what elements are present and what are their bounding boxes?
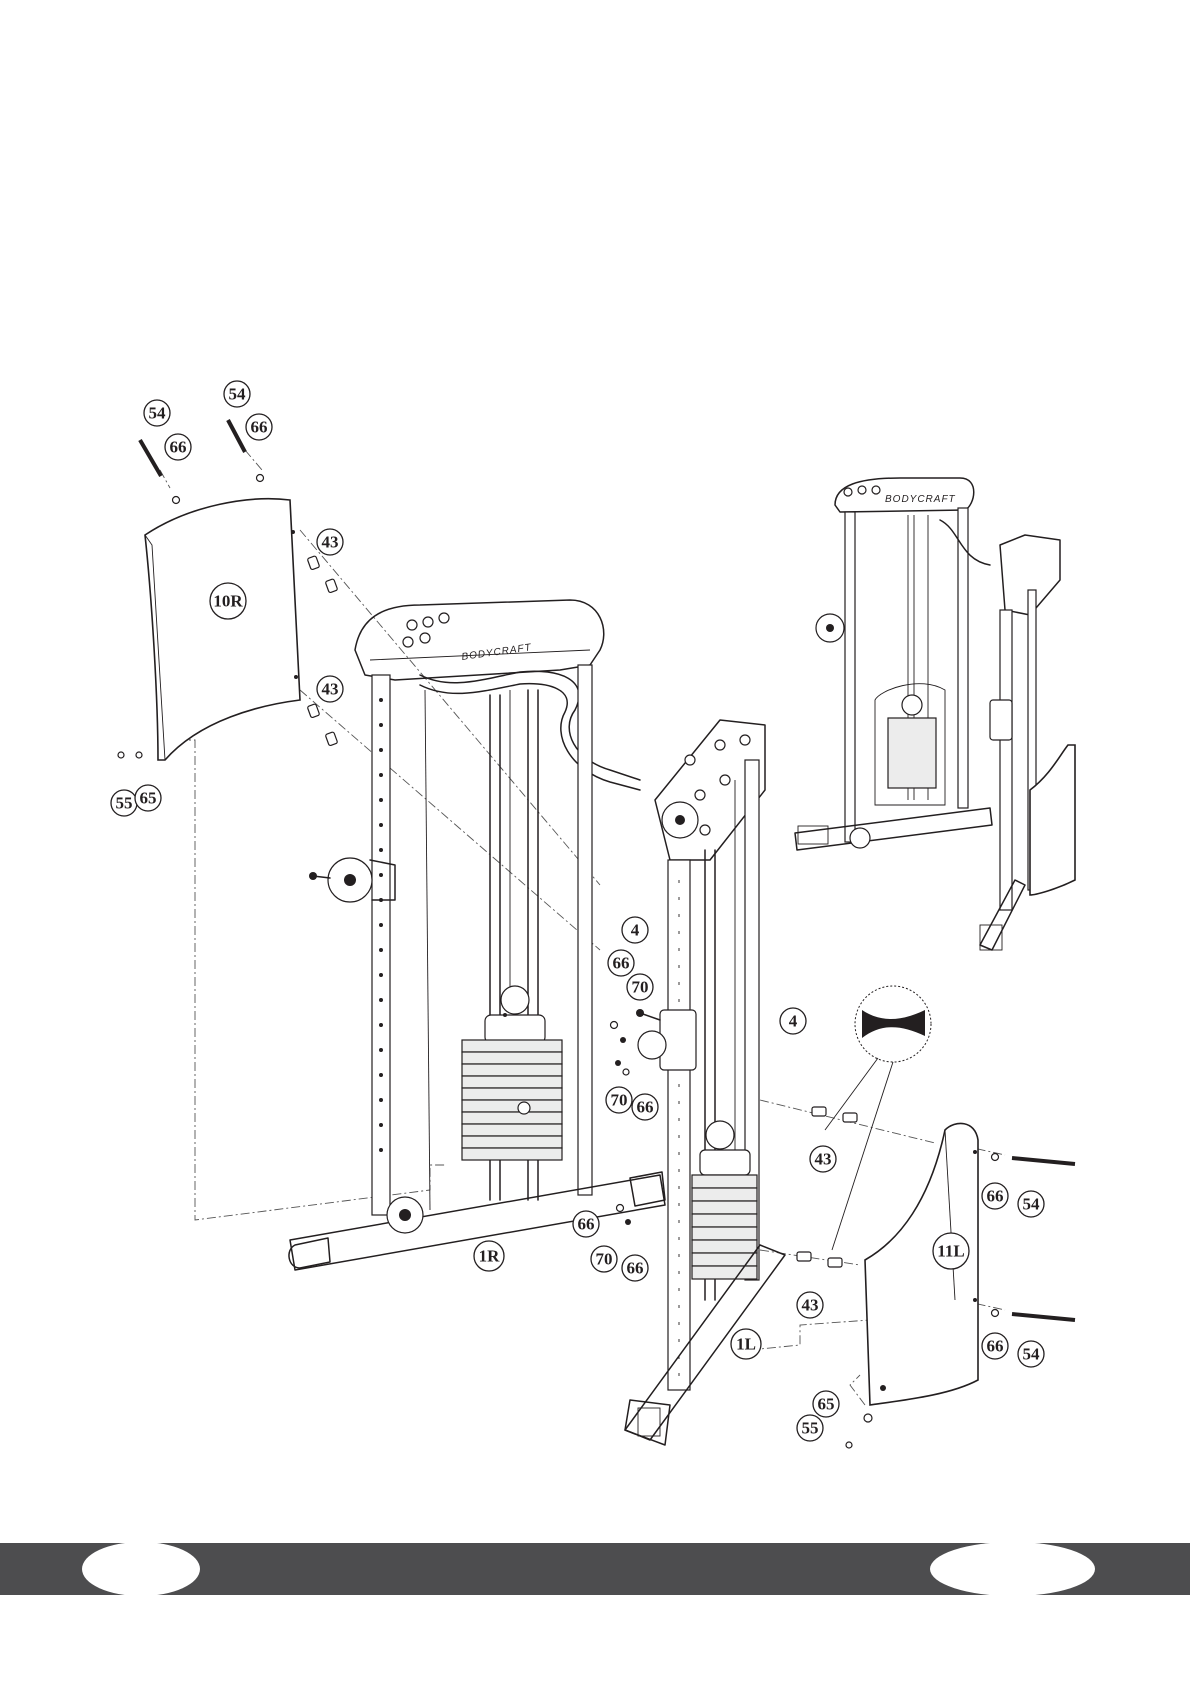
spacers-43-right: [797, 1107, 857, 1267]
callout-55: 55: [111, 790, 137, 816]
callout-54: 54: [1018, 1341, 1044, 1367]
svg-text:4: 4: [631, 921, 640, 940]
svg-text:43: 43: [322, 680, 339, 699]
callout-1r: 1R: [474, 1241, 504, 1271]
svg-text:66: 66: [170, 438, 187, 457]
svg-text:65: 65: [140, 789, 157, 808]
svg-text:1L: 1L: [736, 1335, 756, 1354]
svg-text:10R: 10R: [213, 592, 243, 611]
svg-text:43: 43: [322, 533, 339, 552]
svg-text:65: 65: [818, 1395, 835, 1414]
callout-66: 66: [982, 1183, 1008, 1209]
inset-brand-logo-text: BODYCRAFT: [885, 494, 956, 505]
svg-text:66: 66: [251, 418, 268, 437]
svg-text:54: 54: [1023, 1195, 1041, 1214]
svg-text:70: 70: [596, 1250, 613, 1269]
svg-text:66: 66: [637, 1098, 654, 1117]
svg-text:1R: 1R: [479, 1247, 501, 1266]
callout-70: 70: [591, 1246, 617, 1272]
callout-1l: 1L: [731, 1329, 761, 1359]
svg-text:54: 54: [149, 404, 167, 423]
callout-10r: 10R: [210, 583, 246, 619]
page-number-right: [930, 1542, 1095, 1596]
svg-text:43: 43: [802, 1296, 819, 1315]
shroud-10r: [145, 499, 300, 760]
callout-66: 66: [165, 434, 191, 460]
screw-55-washer-65-left: [118, 752, 142, 758]
callout-4: 4: [780, 1008, 806, 1034]
brand-logo-text: BODYCRAFT: [461, 642, 533, 663]
callout-70: 70: [627, 974, 653, 1000]
callout-65: 65: [813, 1391, 839, 1417]
hardware-70-66: [611, 1022, 632, 1226]
callout-54: 54: [144, 400, 170, 426]
callout-54: 54: [224, 381, 250, 407]
callout-70: 70: [606, 1087, 632, 1113]
svg-text:4: 4: [789, 1012, 798, 1031]
callout-43: 43: [317, 676, 343, 702]
svg-text:66: 66: [578, 1215, 595, 1234]
callout-65: 65: [135, 785, 161, 811]
spacers-43-left: [307, 556, 338, 746]
callout-43: 43: [810, 1146, 836, 1172]
left-tower-1l: [625, 720, 785, 1445]
svg-text:70: 70: [611, 1091, 628, 1110]
callout-55: 55: [797, 1415, 823, 1441]
svg-text:43: 43: [815, 1150, 832, 1169]
callout-43: 43: [317, 529, 343, 555]
bolts-54-right: [992, 1154, 1076, 1321]
right-tower-1r: BODYCRAFT: [289, 600, 665, 1270]
callout-66: 66: [982, 1333, 1008, 1359]
svg-text:70: 70: [632, 978, 649, 997]
callout-66: 66: [622, 1255, 648, 1281]
carriage-handle-left: [636, 1009, 696, 1070]
svg-text:66: 66: [613, 954, 630, 973]
callout-11l: 11L: [933, 1233, 969, 1269]
callout-66: 66: [632, 1094, 658, 1120]
svg-text:55: 55: [802, 1419, 819, 1438]
callout-4: 4: [622, 917, 648, 943]
svg-text:66: 66: [987, 1187, 1004, 1206]
svg-text:55: 55: [116, 794, 133, 813]
svg-text:54: 54: [1023, 1345, 1041, 1364]
svg-text:11L: 11L: [937, 1242, 964, 1261]
bolt-54-set-top: [140, 420, 264, 504]
callout-66: 66: [246, 414, 272, 440]
callout-66: 66: [608, 950, 634, 976]
page-number-left: [82, 1542, 200, 1596]
callout-54: 54: [1018, 1191, 1044, 1217]
svg-text:66: 66: [987, 1337, 1004, 1356]
callout-66: 66: [573, 1211, 599, 1237]
screw-55-washer-65-right: [846, 1414, 872, 1448]
weight-stack-right: [462, 986, 562, 1160]
assembled-view-inset: BODYCRAFT: [795, 478, 1075, 950]
callout-43: 43: [797, 1292, 823, 1318]
svg-text:66: 66: [627, 1259, 644, 1278]
svg-text:54: 54: [229, 385, 247, 404]
